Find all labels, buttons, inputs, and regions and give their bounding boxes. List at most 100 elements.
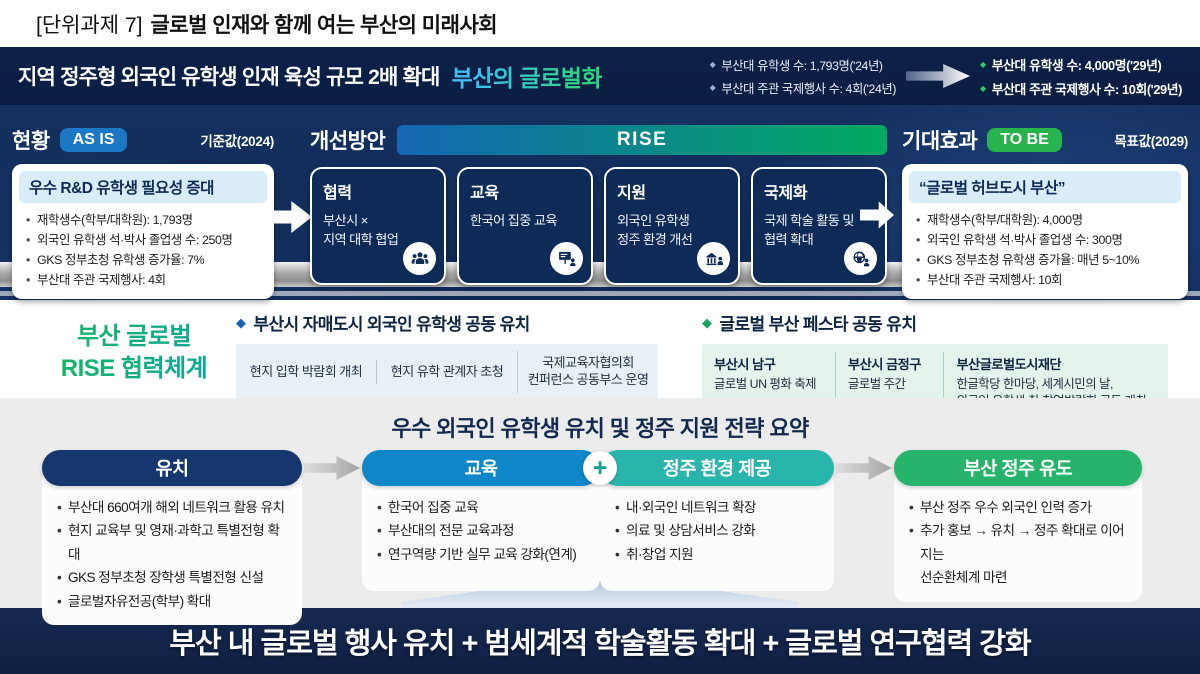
list-item: GKS 정부초청 유학생 증가율: 매년 5~10% <box>916 250 1177 270</box>
as-is-badge: AS IS <box>59 128 128 152</box>
list-item: 재학생수(학부/대학원): 4,000명 <box>916 210 1177 230</box>
list-item: 외국인 유학생 석·박사 졸업생 수: 250명 <box>26 230 263 250</box>
stat-text: 부산대 주관 국제행사 수: 10회('29년) <box>991 81 1183 97</box>
group-heading-text: 부산시 자매도시 외국인 유학생 공동 유치 <box>253 315 530 334</box>
card-desc: 한국어 집중 교육 <box>470 213 557 228</box>
stat-line: ◆ 부산대 주관 국제행사 수: 10회('29년) <box>980 79 1182 98</box>
diamond-bullet-icon: ◆ <box>236 314 246 330</box>
column-header-pill: 부산 정주 유도 <box>894 450 1142 486</box>
column-header-pill: 유치 <box>42 450 302 486</box>
as-is-label: 현황 <box>12 130 50 153</box>
list-item: 재학생수(학부/대학원): 1,793명 <box>26 210 263 230</box>
sister-city-group: ◆ 부산시 자매도시 외국인 유학생 공동 유치 현지 입학 박람회 개최 현지… <box>236 310 658 400</box>
strategy-column-settlement: 정주 환경 제공 내·외국인 네트워크 확장 의료 및 상담서비스 강화 취·창… <box>600 450 834 591</box>
list-item: 부산대 660여개 해외 네트워크 활용 유치 <box>57 496 287 520</box>
list-item: 의료 및 상담서비스 강화 <box>615 519 819 543</box>
as-is-list: 재학생수(학부/대학원): 1,793명 외국인 유학생 석·박사 졸업생 수:… <box>19 203 267 290</box>
strategy-columns: 유치 부산대 660여개 해외 네트워크 활용 유치 현지 교육부 및 영재·과… <box>42 450 1158 625</box>
page-title: 글로벌 인재와 함께 여는 부산의 미래사회 <box>150 13 498 37</box>
as-is-card-title: 우수 R&D 유학생 필요성 증대 <box>19 171 267 203</box>
cooperation-band: 부산 글로벌 RISE 협력체계 ◆ 부산시 자매도시 외국인 유학생 공동 유… <box>0 300 1200 421</box>
strategy-column-retention: 부산 정주 유도 부산 정주 우수 외국인 인력 증가 추가 홍보 → 유치 →… <box>894 450 1142 602</box>
list-item: 취·창업 지원 <box>615 543 819 567</box>
column-header-pill: 교육 <box>362 450 600 486</box>
right-arrow-icon <box>304 456 360 480</box>
box-item: 현지 입학 박람회 개최 <box>249 363 363 379</box>
stat-text: 부산대 주관 국제행사 수: 4회('24년) <box>721 81 897 96</box>
rise-card-education: 교육 한국어 집중 교육 <box>457 167 593 285</box>
as-is-header: 현황 AS IS 기준값(2024) <box>12 125 274 155</box>
card-title: 교육 <box>470 185 499 202</box>
globe-icon <box>844 242 877 275</box>
hero-current-stats: ◆부산대 유학생 수: 1,793명('24년) ◆부산대 주관 국제행사 수:… <box>709 56 897 97</box>
list-item: 외국인 유학생 석·박사 졸업생 수: 300명 <box>916 230 1177 250</box>
group-heading: ◆ 부산시 자매도시 외국인 유학생 공동 유치 <box>236 310 658 335</box>
stat-text: 부산대 유학생 수: 4,000명('29년) <box>991 57 1162 73</box>
box-item: 부산시 남구 글로벌 UN 평화 축제 <box>702 352 835 413</box>
group-heading: ◆ 글로벌 부산 페스타 공동 유치 <box>702 310 1168 335</box>
list-item: 연구역량 기반 실무 교육 강화(연계) <box>377 543 585 567</box>
to-be-ref-value: 목표값(2029) <box>1114 134 1188 149</box>
strategy-list: 한국어 집중 교육 부산대의 전문 교육과정 연구역량 기반 실무 교육 강화(… <box>377 496 585 567</box>
strategy-column-education: 교육 한국어 집중 교육 부산대의 전문 교육과정 연구역량 기반 실무 교육 … <box>362 450 600 591</box>
right-arrow-icon <box>906 64 971 88</box>
item-title: 부산시 남구 <box>714 357 776 372</box>
page-title-bar: [단위과제 7] 글로벌 인재와 함께 여는 부산의 미래사회 <box>0 0 1200 47</box>
list-item: GKS 정부초청 장학생 특별전형 신설 <box>57 566 287 590</box>
rise-cards-row: 협력 부산시 × 지역 대학 협업 교육 한국어 집중 교육 지원 외국인 유학… <box>310 167 887 285</box>
box-item: 부산시 금정구 글로벌 주간 <box>834 352 944 413</box>
card-desc: 국제 학술 활동 및 협력 확대 <box>764 213 855 248</box>
strategy-column-attraction: 유치 부산대 660여개 해외 네트워크 활용 유치 현지 교육부 및 영재·과… <box>42 450 302 625</box>
hero-highlight: 부산의 글로벌화 <box>452 59 603 93</box>
hero-headline: 지역 정주형 외국인 유학생 인재 육성 규모 2배 확대 <box>18 66 440 89</box>
column-body: 내·외국인 네트워크 확장 의료 및 상담서비스 강화 취·창업 지원 <box>600 469 834 591</box>
people-icon <box>403 242 436 275</box>
item-title: 부산시 금정구 <box>847 357 921 372</box>
item-title: 부산글로벌도시재단 <box>956 357 1062 372</box>
card-title: 국제화 <box>764 185 808 202</box>
to-be-column: 기대효과 TO BE 목표값(2029) “글로벌 허브도시 부산” 재학생수(… <box>902 125 1188 300</box>
page-title-prefix: [단위과제 7] <box>36 13 143 37</box>
column-body: 부산대 660여개 해외 네트워크 활용 유치 현지 교육부 및 영재·과학고 … <box>42 469 302 625</box>
item-desc: 글로벌 주간 <box>847 377 906 391</box>
cooperation-title: 부산 글로벌 RISE 협력체계 <box>34 321 234 386</box>
diamond-bullet-icon: ◆ <box>980 59 986 69</box>
card-desc: 부산시 × 지역 대학 협업 <box>323 213 399 248</box>
card-title: 지원 <box>617 185 646 202</box>
education-settlement-pair: 교육 한국어 집중 교육 부산대의 전문 교육과정 연구역량 기반 실무 교육 … <box>362 450 834 591</box>
busan-festa-group: ◆ 글로벌 부산 페스타 공동 유치 부산시 남구 글로벌 UN 평화 축제 부… <box>702 310 1168 421</box>
column-body: 부산 정주 우수 외국인 인력 증가 추가 홍보 → 유치 → 정주 확대로 이… <box>894 469 1142 602</box>
right-arrow-icon <box>836 456 892 480</box>
rise-banner: RISE <box>397 125 887 155</box>
diamond-bullet-icon: ◆ <box>709 83 716 92</box>
support-icon <box>697 242 730 275</box>
column-body: 한국어 집중 교육 부산대의 전문 교육과정 연구역량 기반 실무 교육 강화(… <box>362 469 600 591</box>
column-header-pill: 정주 환경 제공 <box>600 450 834 486</box>
divider <box>0 291 1200 296</box>
footer-text: 부산 내 글로벌 행사 유치 + 범세계적 학술활동 확대 + 글로벌 연구협력… <box>169 628 1031 660</box>
rise-card-globalization: 국제화 국제 학술 활동 및 협력 확대 <box>751 167 887 285</box>
list-item: 부산대의 전문 교육과정 <box>377 519 585 543</box>
strategy-list: 부산대 660여개 해외 네트워크 활용 유치 현지 교육부 및 영재·과학고 … <box>57 496 287 613</box>
to-be-list: 재학생수(학부/대학원): 4,000명 외국인 유학생 석·박사 졸업생 수:… <box>909 203 1181 290</box>
as-is-ref-value: 기준값(2024) <box>200 134 274 149</box>
as-is-column: 현황 AS IS 기준값(2024) 우수 R&D 유학생 필요성 증대 재학생… <box>12 125 274 300</box>
strategy-title: 우수 외국인 유학생 유치 및 정주 지원 전략 요약 <box>391 416 809 441</box>
sister-city-items-box: 현지 입학 박람회 개최 현지 유학 관계자 초청 국제교육자협의회 컨퍼런스 … <box>236 344 658 400</box>
education-icon <box>550 242 583 275</box>
item-desc: 글로벌 UN 평화 축제 <box>714 377 817 391</box>
diamond-bullet-icon: ◆ <box>709 60 716 69</box>
group-heading-text: 글로벌 부산 페스타 공동 유치 <box>719 315 917 334</box>
diamond-bullet-icon: ◆ <box>980 83 986 93</box>
card-desc: 외국인 유학생 정주 환경 개선 <box>617 213 693 248</box>
hero-target-stats: ◆ 부산대 유학생 수: 4,000명('29년) ◆ 부산대 주관 국제행사 수:… <box>980 55 1182 98</box>
improvement-header: 개선방안 RISE <box>310 125 887 155</box>
strategy-list: 부산 정주 우수 외국인 인력 증가 추가 홍보 → 유치 → 정주 확대로 이… <box>909 496 1127 590</box>
list-item: 부산대 주관 국제행사: 4회 <box>26 270 263 290</box>
improvement-label: 개선방안 <box>310 130 386 153</box>
rise-card-support: 지원 외국인 유학생 정주 환경 개선 <box>604 167 740 285</box>
hero-stats: ◆부산대 유학생 수: 1,793명('24년) ◆부산대 주관 국제행사 수:… <box>709 55 1183 98</box>
list-item: 한국어 집중 교육 <box>377 496 585 520</box>
card-title: 협력 <box>323 185 352 202</box>
list-item: 글로벌자유전공(학부) 확대 <box>57 590 287 614</box>
